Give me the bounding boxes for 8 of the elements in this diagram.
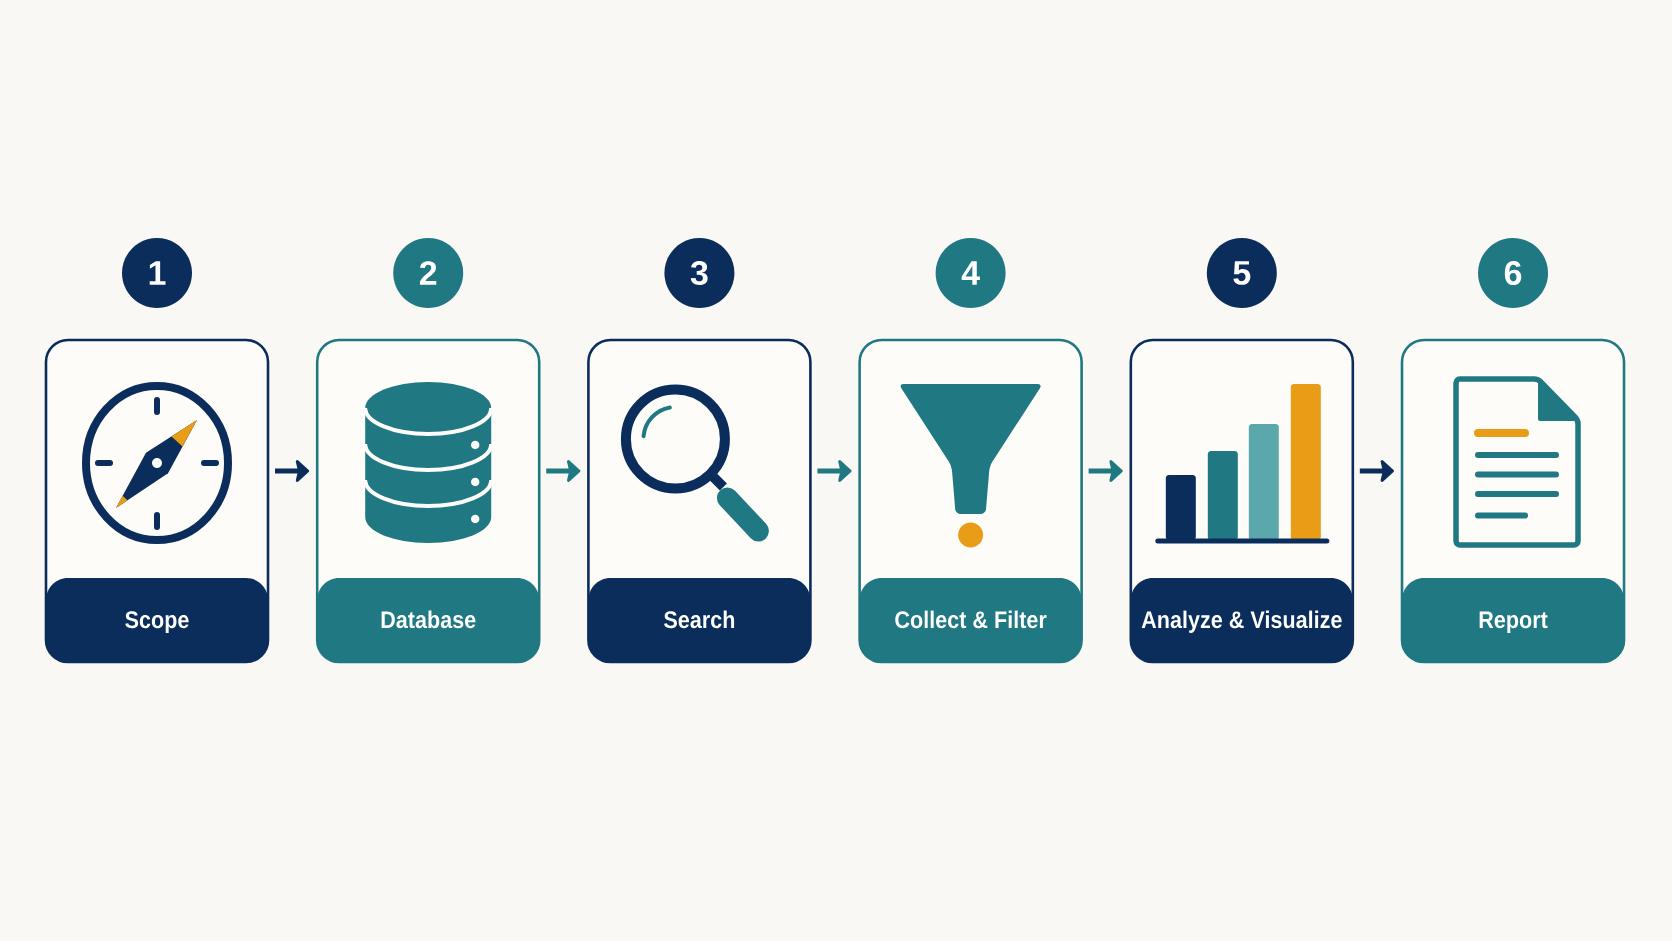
step-card: Scope — [44, 338, 270, 664]
arrow — [275, 460, 310, 482]
arrow — [817, 460, 852, 482]
arrow — [1359, 460, 1394, 482]
arrow — [1088, 460, 1123, 482]
step-card: Report — [1400, 338, 1626, 664]
step-card: Search — [587, 338, 812, 664]
arrow — [546, 460, 581, 482]
